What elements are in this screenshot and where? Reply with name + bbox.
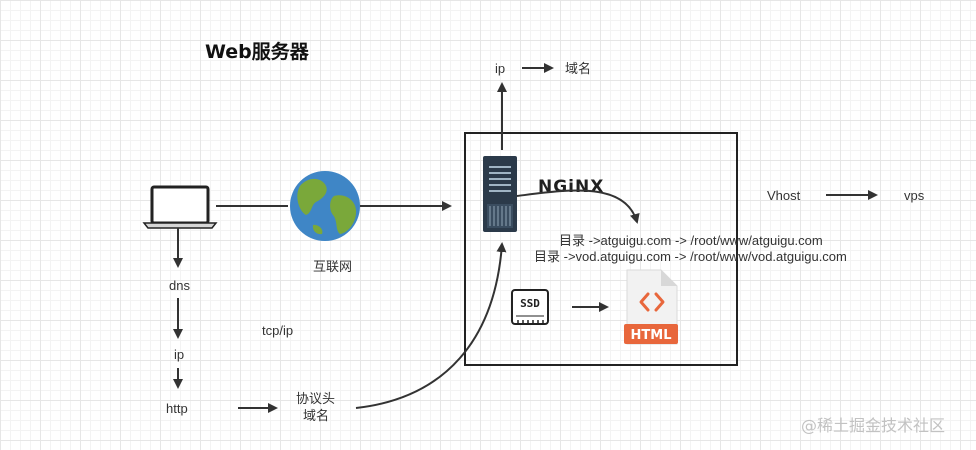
ssd-icon: SSD bbox=[511, 289, 549, 325]
dns-label: dns bbox=[169, 278, 190, 293]
nginx-logo: NGiNX bbox=[538, 177, 604, 197]
http-label: http bbox=[166, 401, 188, 416]
internet-label: 互联网 bbox=[313, 259, 352, 274]
html-file-label: HTML bbox=[631, 328, 672, 343]
diagram-title: Web服务器 bbox=[205, 40, 310, 63]
route-vod-label: 目录 ->vod.atguigu.com -> /root/www/vod.at… bbox=[534, 249, 847, 264]
vps-label: vps bbox=[904, 188, 925, 203]
vhost-label: Vhost bbox=[767, 188, 801, 203]
domain-top-label: 域名 bbox=[565, 61, 591, 76]
watermark: @稀土掘金技术社区 bbox=[801, 416, 945, 435]
tcp-ip-label: tcp/ip bbox=[262, 323, 293, 338]
nginx-routing-arrow bbox=[516, 189, 640, 224]
html-file-icon: HTML bbox=[624, 269, 678, 345]
protocol-header-label: 协议头 bbox=[296, 391, 335, 406]
globe-icon bbox=[290, 171, 360, 241]
laptop-icon bbox=[142, 185, 218, 229]
ip-left-label: ip bbox=[174, 347, 184, 362]
header-to-server-arrow bbox=[355, 242, 507, 409]
ssd-icon-label: SSD bbox=[520, 297, 540, 310]
ip-top-label: ip bbox=[495, 61, 505, 76]
web-server-box bbox=[464, 132, 738, 366]
route-atguigu-label: 目录 ->atguigu.com -> /root/www/atguigu.co… bbox=[559, 233, 823, 248]
server-icon bbox=[483, 156, 517, 232]
protocol-domain-label: 域名 bbox=[303, 408, 329, 423]
